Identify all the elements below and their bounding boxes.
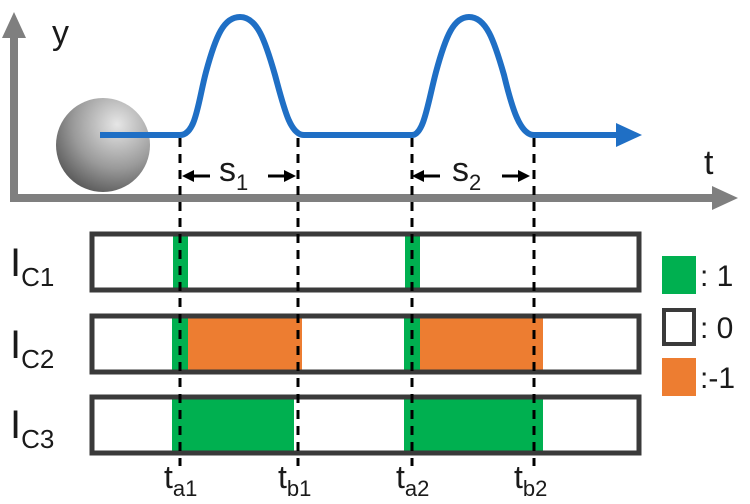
channel-c1-fill-green-1 xyxy=(173,234,188,290)
legend-swatch-white xyxy=(662,308,696,346)
channel-c3-fill-green-2 xyxy=(404,397,543,453)
time-label-tb2: tb2 xyxy=(514,459,547,501)
span-label-s2: s2 xyxy=(452,151,481,195)
channel-c2-fill-orange-2 xyxy=(420,316,543,372)
span-s1-right-arrowhead xyxy=(284,170,296,182)
x-axis-arrowhead xyxy=(712,186,738,210)
time-marker-lines xyxy=(178,138,536,466)
legend-label-0: : 0 xyxy=(700,312,733,345)
legend: : 1 : 0 :-1 xyxy=(662,256,735,396)
legend-swatch-green xyxy=(662,256,696,294)
span-s2: s2 xyxy=(412,151,530,195)
span-s2-right-arrowhead xyxy=(518,170,530,182)
time-label-ta1: ta1 xyxy=(164,459,197,501)
span-s1-left-arrowhead xyxy=(182,170,194,182)
y-axis-label: y xyxy=(52,14,69,52)
ball-particle xyxy=(56,98,150,192)
axes: y t xyxy=(2,12,738,210)
time-label-ta2: ta2 xyxy=(396,459,429,501)
time-label-tb1: tb1 xyxy=(278,459,311,501)
channel-bars xyxy=(89,231,642,456)
y-axis-arrowhead xyxy=(2,12,26,38)
channel-label-c3: IC3 xyxy=(10,403,54,454)
span-s2-left-arrowhead xyxy=(412,170,424,182)
span-label-s1: s1 xyxy=(219,151,248,195)
x-axis-label: t xyxy=(704,144,714,182)
legend-label-1: : 1 xyxy=(700,260,733,293)
channel-c2-fill-orange-1 xyxy=(188,316,302,372)
signal-curve xyxy=(100,14,620,138)
channel-label-c1: IC1 xyxy=(10,241,54,292)
span-s1: s1 xyxy=(182,151,296,195)
channel-c2-bar xyxy=(89,313,642,375)
channel-c3-bar xyxy=(89,394,642,456)
channel-c2-fill-green-1 xyxy=(172,316,188,372)
channel-c2-fill-green-2 xyxy=(404,316,420,372)
legend-swatch-orange xyxy=(662,358,696,396)
channel-c3-fill-green-1 xyxy=(172,397,294,453)
legend-label-minus1: :-1 xyxy=(700,362,735,395)
channel-c1-bar xyxy=(89,231,642,293)
signal-arrowhead xyxy=(616,123,642,147)
channel-label-c2: IC2 xyxy=(10,323,54,374)
channel-c1-fill-green-2 xyxy=(405,234,420,290)
